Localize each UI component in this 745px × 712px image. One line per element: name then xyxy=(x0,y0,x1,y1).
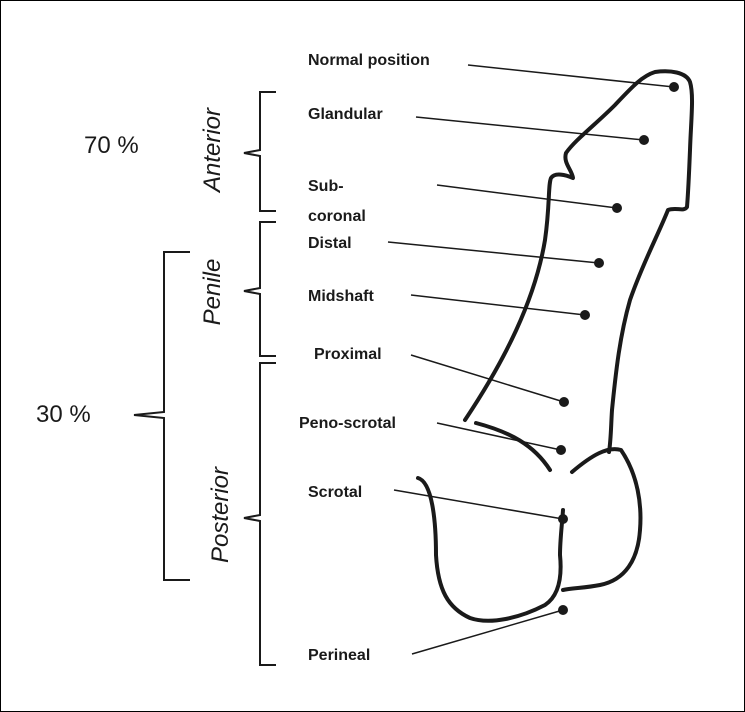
percentage-30: 30 % xyxy=(36,401,91,428)
dot-glandular xyxy=(639,135,649,145)
label-midshaft: Midshaft xyxy=(308,288,374,305)
region-posterior: Posterior xyxy=(207,466,234,563)
label-scrotal: Scrotal xyxy=(308,484,362,501)
label-subcoronal-line2: coronal xyxy=(308,208,366,225)
leader-proximal xyxy=(410,354,565,403)
dot-subcoronal xyxy=(612,203,622,213)
label-normal-position: Normal position xyxy=(308,52,430,69)
shaft-outline xyxy=(463,69,694,454)
dot-normal-position xyxy=(669,82,679,92)
leader-distal xyxy=(387,241,600,264)
leader-subcoronal xyxy=(436,184,618,209)
dot-distal xyxy=(594,258,604,268)
label-distal: Distal xyxy=(308,235,352,252)
posterior-bracket xyxy=(243,362,276,666)
label-subcoronal-line1: Sub- xyxy=(308,178,344,195)
leader-perineal xyxy=(411,609,564,655)
dot-proximal xyxy=(559,397,569,407)
label-penoscrotal: Peno-scrotal xyxy=(299,415,396,432)
region-penile: Penile xyxy=(199,259,226,326)
label-perineal: Perineal xyxy=(308,647,370,664)
leader-midshaft xyxy=(410,294,586,316)
region-anterior: Anterior xyxy=(199,107,226,194)
label-proximal: Proximal xyxy=(314,346,382,363)
leader-penoscrotal xyxy=(436,422,562,451)
leader-normal-position xyxy=(467,64,675,88)
anterior-bracket xyxy=(243,91,276,212)
penile-bracket xyxy=(243,221,276,357)
thirty-percent-bracket xyxy=(133,251,190,581)
organ-outline xyxy=(416,69,694,623)
leader-glandular xyxy=(415,116,645,141)
dot-perineal xyxy=(558,605,568,615)
perineum-outline xyxy=(416,476,565,623)
dot-midshaft xyxy=(580,310,590,320)
location-dots xyxy=(556,82,679,615)
percentage-70: 70 % xyxy=(84,132,139,159)
region-brackets xyxy=(133,91,276,666)
shaft-inner-curve xyxy=(474,421,552,472)
leader-scrotal xyxy=(393,489,564,520)
dot-penoscrotal xyxy=(556,445,566,455)
label-glandular: Glandular xyxy=(308,106,383,123)
dot-scrotal xyxy=(558,514,568,524)
leader-lines xyxy=(387,64,675,655)
scrotum-outline xyxy=(561,447,643,592)
